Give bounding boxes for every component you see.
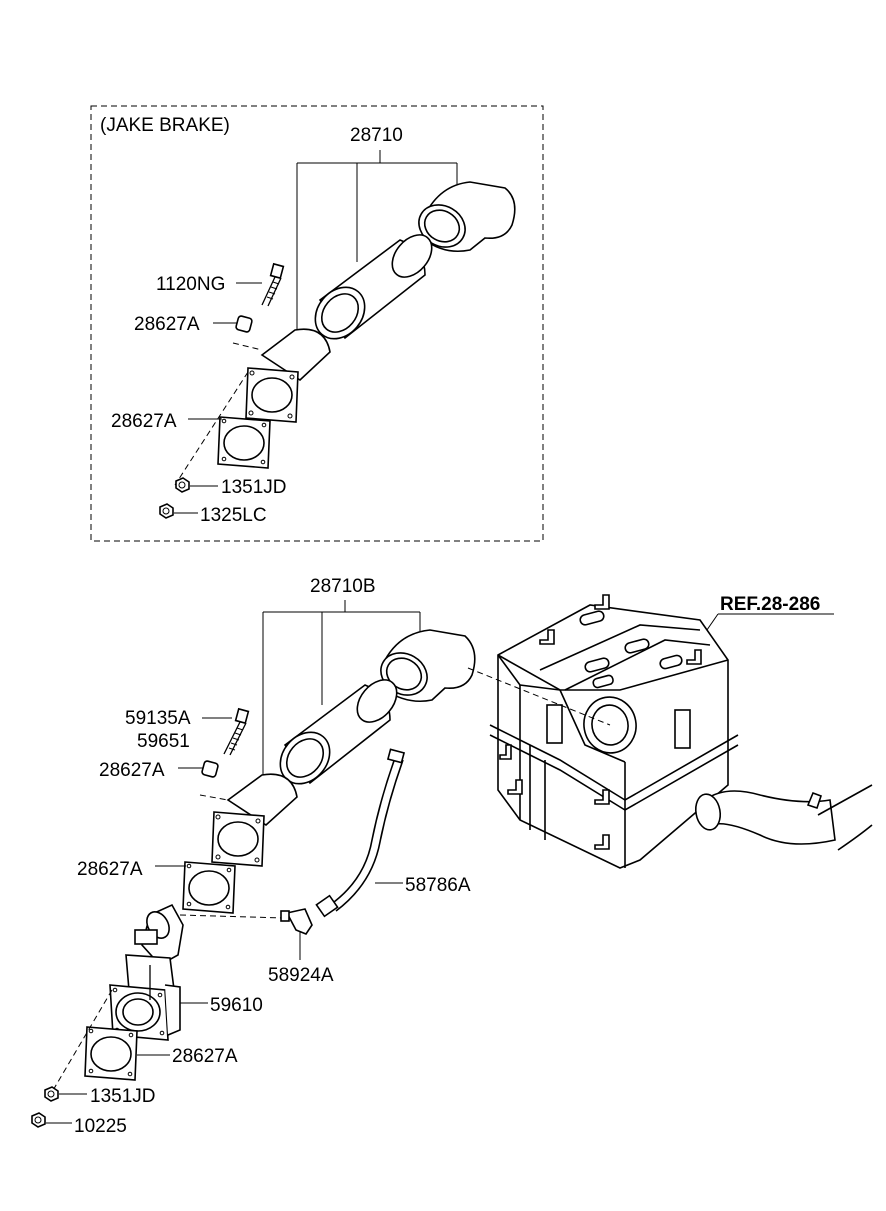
jake-brake-label: (JAKE BRAKE) (100, 115, 230, 136)
muffler: REF.28-286 (467, 594, 873, 869)
lower-assembly-number: 28710B (310, 576, 376, 597)
lower-nut-b-label: 10225 (74, 1116, 127, 1137)
lower-valve (109, 903, 184, 1041)
lower-connector (280, 908, 313, 935)
upper-nut-a-label: 1351JD (221, 477, 287, 498)
upper-straight-pipe (314, 234, 433, 340)
lower-straight-pipe (279, 679, 398, 785)
lower-hose-label: 58786A (405, 875, 471, 896)
upper-outlet-pipe (245, 328, 331, 423)
lower-valve-label: 59610 (210, 995, 263, 1016)
jake-brake-dashed-frame (90, 105, 544, 542)
upper-bolt-label: 1120NG (156, 274, 225, 295)
lower-bolt (223, 707, 250, 756)
upper-nut-b-label: 1325LC (200, 505, 267, 526)
upper-assembly-number: 28710 (350, 125, 403, 146)
lower-gasket-1 (182, 861, 236, 914)
upper-gasket (217, 416, 271, 469)
lower-nut-a (44, 1086, 59, 1102)
lower-spacer (201, 760, 219, 778)
lower-spacer-label: 28627A (99, 760, 165, 781)
lower-gasket-1-label: 28627A (77, 859, 143, 880)
lower-bolt-2-label: 59651 (137, 731, 190, 752)
upper-bolt (261, 262, 285, 307)
lower-gasket-2 (84, 1026, 138, 1081)
upper-spacer-label: 28627A (134, 314, 200, 335)
lower-connector-label: 58924A (268, 965, 334, 986)
lower-nut-a-label: 1351JD (90, 1086, 156, 1107)
upper-elbow-pipe (418, 181, 516, 253)
lower-assembly-leader (262, 600, 421, 775)
upper-nut-b (159, 503, 174, 519)
reference-label: REF.28-286 (720, 594, 820, 615)
lower-nut-b (31, 1112, 46, 1128)
jake-brake-group: (JAKE BRAKE) 28710 (90, 105, 544, 542)
lower-hose (315, 748, 406, 918)
lower-bolt-1-label: 59135A (125, 708, 191, 729)
lower-gasket-2-label: 28627A (172, 1046, 238, 1067)
upper-spacer (235, 315, 253, 333)
upper-assembly-leader (296, 150, 458, 330)
lower-group: 28710B 59135A 59651 (31, 576, 476, 1137)
lower-outlet-pipe (211, 773, 298, 867)
upper-gasket-label: 28627A (111, 411, 177, 432)
upper-nut-a (175, 477, 190, 493)
